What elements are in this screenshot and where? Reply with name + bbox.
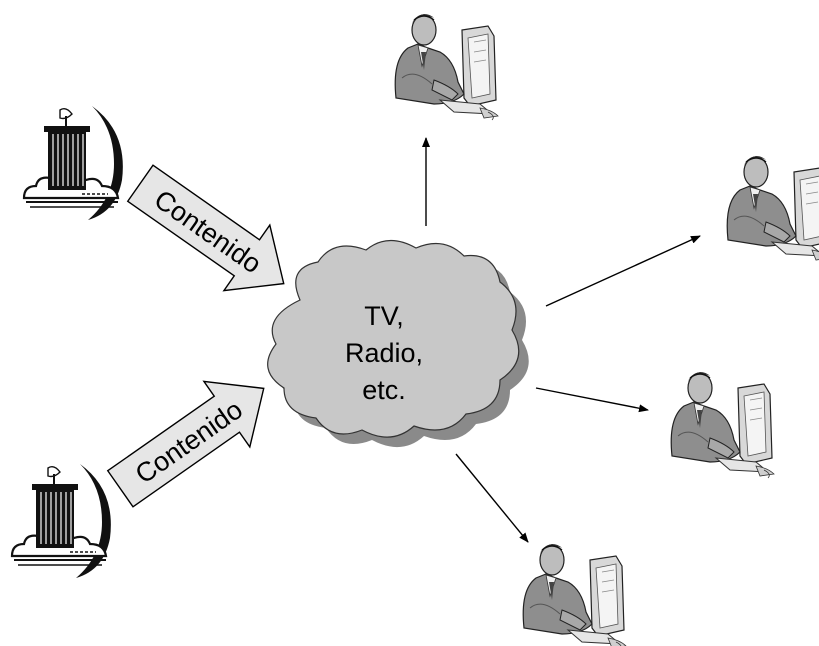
cloud-line-3: etc. xyxy=(362,375,406,405)
user-at-computer-icon xyxy=(726,155,819,263)
arrow-to-user-right-bottom xyxy=(535,387,649,413)
content-arrow-top: Contenido xyxy=(126,164,285,292)
user-at-computer-icon xyxy=(394,13,499,121)
cloud-body xyxy=(267,239,520,438)
user-at-computer-icon xyxy=(522,543,627,646)
arrow-to-user-bottom xyxy=(455,453,529,543)
cloud-line-1: TV, xyxy=(364,301,404,331)
broadcast-building-icon xyxy=(22,104,124,222)
user-at-computer-icon xyxy=(670,371,775,479)
content-arrow-bottom: Contenido xyxy=(106,380,265,508)
cloud-line-2: Radio, xyxy=(345,338,423,368)
media-cloud: TV, Radio, etc. xyxy=(267,239,529,448)
broadcast-building-icon xyxy=(10,462,112,580)
arrow-to-user-right-top xyxy=(545,235,701,307)
